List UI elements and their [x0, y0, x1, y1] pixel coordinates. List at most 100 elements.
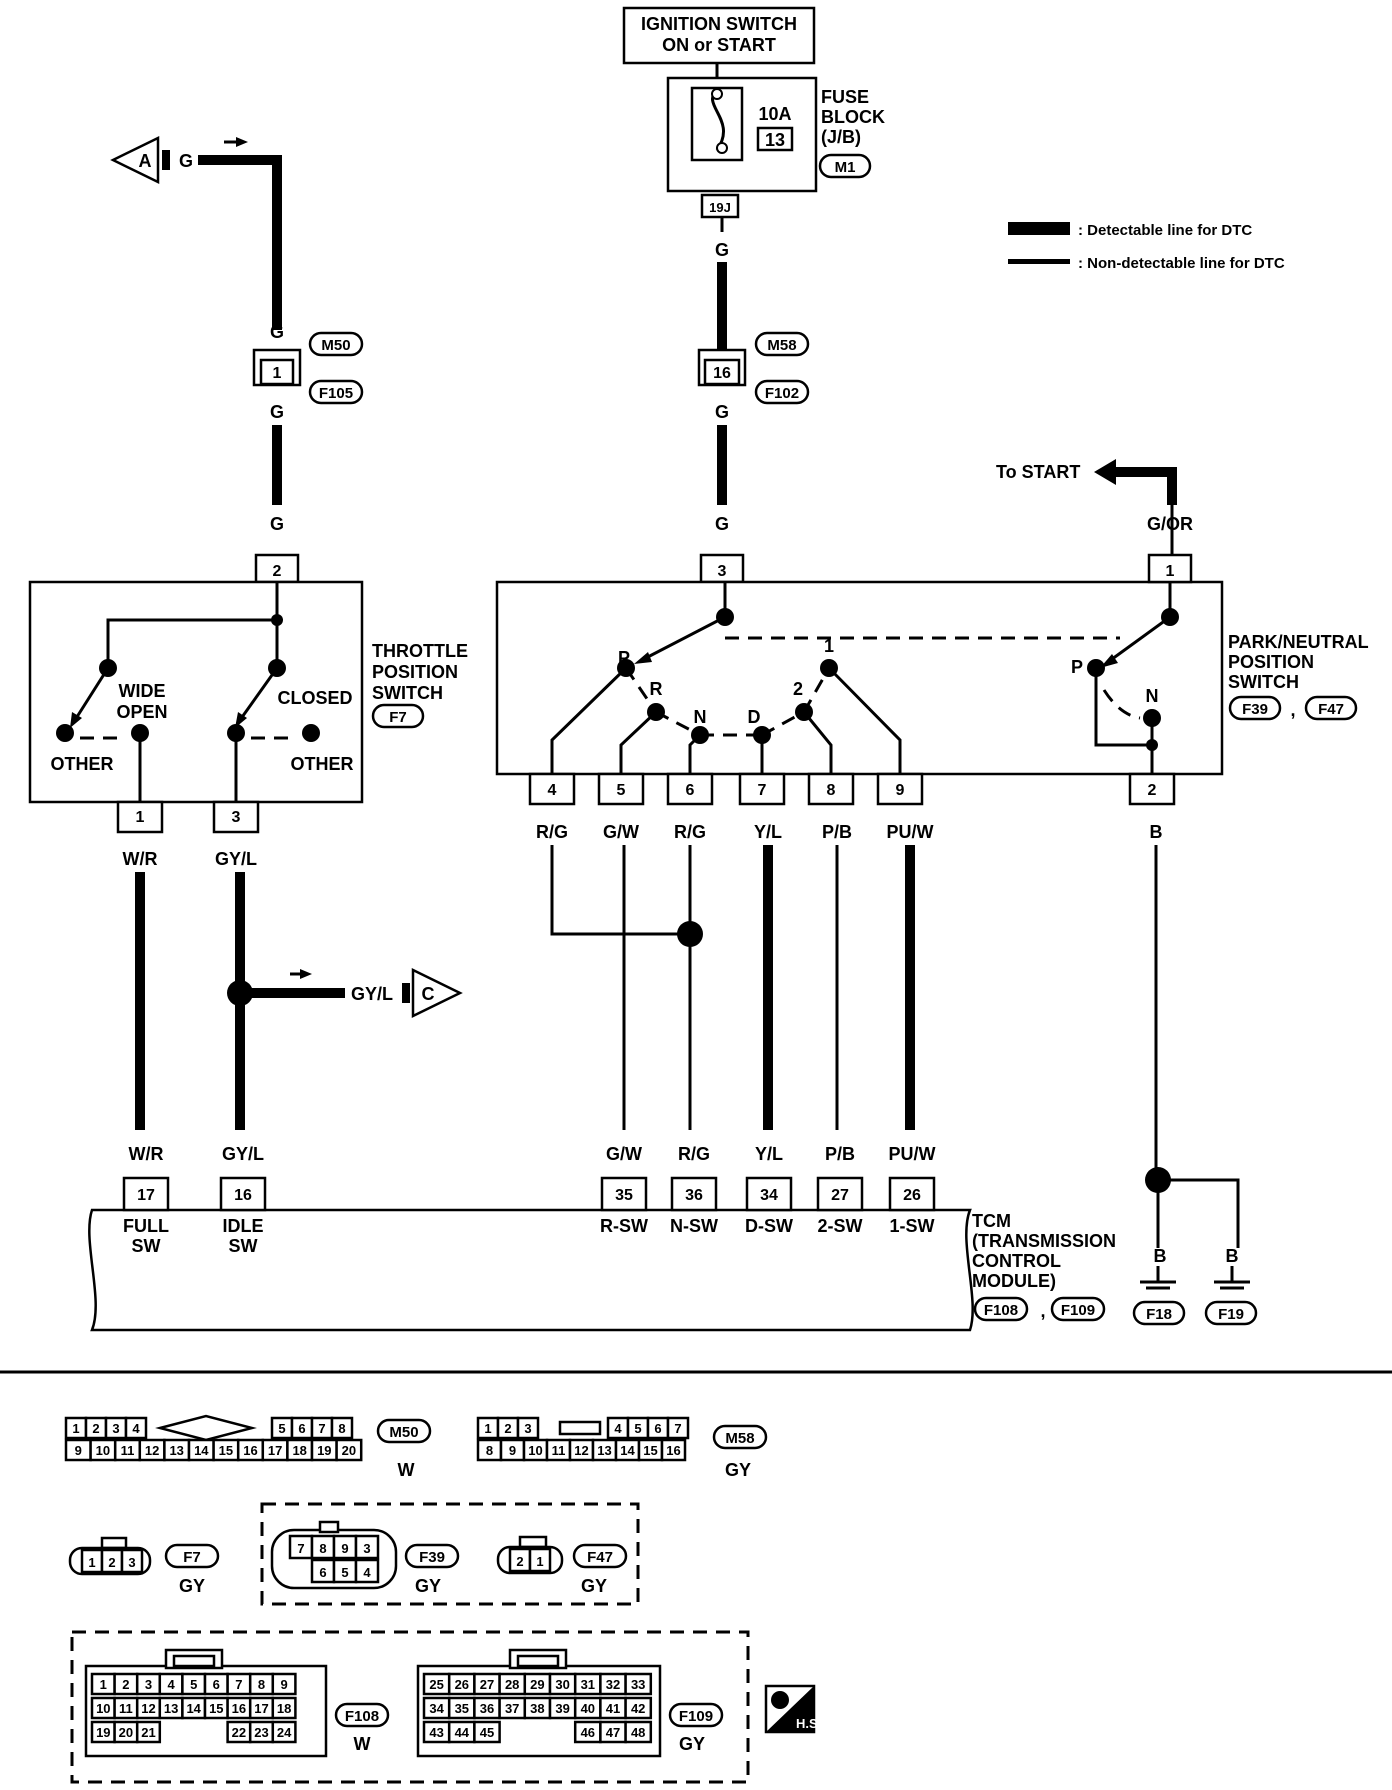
- pnp-title-1: PARK/NEUTRAL: [1228, 632, 1369, 652]
- f7-pin: 1: [88, 1555, 95, 1570]
- f108-pin: 7: [235, 1677, 242, 1692]
- face-id-f108: F108: [345, 1708, 379, 1725]
- tcm-title-4: MODULE): [972, 1271, 1056, 1291]
- face-color-f47: GY: [581, 1576, 607, 1596]
- m58-pin: 5: [634, 1421, 641, 1436]
- m50b-pin: 9: [75, 1443, 82, 1458]
- m50b-pin: 17: [268, 1443, 282, 1458]
- tcm-pin-27: 27: [831, 1187, 849, 1204]
- f109b-pin: 42: [631, 1701, 645, 1716]
- f109-pin: 29: [530, 1677, 544, 1692]
- tps-pin-3: 3: [232, 809, 241, 826]
- tcm-label-full: FULL: [123, 1216, 169, 1236]
- pnp-wire-yl: Y/L: [754, 822, 782, 842]
- fuse-block-label-1: FUSE: [821, 87, 869, 107]
- fuse-block-label-3: (J/B): [821, 127, 861, 147]
- face-color-f109: GY: [679, 1734, 705, 1754]
- f108c-cell: [135, 1720, 162, 1744]
- tps-wire-wr: W/R: [123, 849, 158, 869]
- m50b-pin: 15: [219, 1443, 233, 1458]
- m50-pin: 2: [92, 1421, 99, 1436]
- f109-cell: [624, 1672, 653, 1696]
- m50b-pin: 10: [96, 1443, 110, 1458]
- tps-closed: CLOSED: [277, 688, 352, 708]
- hs-icon: [771, 1691, 789, 1709]
- fuse-number: 13: [765, 130, 785, 150]
- junc2-conn-top: M58: [767, 337, 796, 354]
- fuse-pin: 19J: [709, 200, 731, 215]
- f108-pin: 9: [280, 1677, 287, 1692]
- m50-pin: 1: [72, 1421, 79, 1436]
- f109-pin: 28: [505, 1677, 519, 1692]
- connector-c-arrow: [411, 967, 463, 1019]
- f39-pin: 8: [319, 1541, 326, 1556]
- junc2-pin: 16: [713, 365, 731, 382]
- face-id-f7: F7: [183, 1549, 201, 1566]
- m58b-pin: 11: [552, 1443, 566, 1458]
- tcm-wire-3: R/G: [678, 1144, 710, 1164]
- ignition-label-2: ON or START: [662, 35, 776, 55]
- f108b-pin: 17: [254, 1701, 268, 1716]
- f47-pin: 2: [516, 1554, 523, 1569]
- pnp-wire-b: B: [1150, 822, 1163, 842]
- ignition-label-1: IGNITION SWITCH: [641, 14, 797, 34]
- f108b-pin: 15: [209, 1701, 223, 1716]
- dashed-group-f39-f47: [260, 1502, 640, 1606]
- face-id-f39: F39: [419, 1549, 445, 1566]
- tps-title-3: SWITCH: [372, 683, 443, 703]
- tcm-label-idle-sw: SW: [229, 1236, 258, 1256]
- f39-pin: 9: [341, 1541, 348, 1556]
- m58b-pin: 12: [574, 1443, 588, 1458]
- pnp-right-n: N: [1146, 686, 1159, 706]
- junc2-conn-bot: F102: [765, 385, 799, 402]
- m58-pin: 2: [504, 1421, 511, 1436]
- f109b-pin: 39: [555, 1701, 569, 1716]
- tps-other-1: OTHER: [51, 754, 114, 774]
- fuse-block-label-2: BLOCK: [821, 107, 885, 127]
- f108b-cell: [271, 1696, 297, 1720]
- f109c-pin: 47: [606, 1725, 620, 1740]
- tps-pin-1: 1: [136, 809, 145, 826]
- f108c-pin: 24: [277, 1725, 292, 1740]
- tps-conn: F7: [389, 709, 407, 726]
- tps-title-1: THROTTLE: [372, 641, 468, 661]
- hs-text: H.S: [796, 1716, 818, 1731]
- junc2-wire-bot: G: [715, 402, 729, 422]
- f109b-pin: 36: [480, 1701, 494, 1716]
- legend-thin-swatch: [1008, 259, 1070, 264]
- tcm-label-1-sw: 1-SW: [890, 1216, 935, 1236]
- m58b-cell: [660, 1438, 687, 1462]
- m58-pin: 7: [674, 1421, 681, 1436]
- legend-nondetectable: : Non-detectable line for DTC: [1078, 255, 1285, 272]
- ground-wire-2: B: [1226, 1246, 1239, 1266]
- pnp-wire-pb: P/B: [822, 822, 852, 842]
- tcm-pins: W/R 17 GY/L 16 G/W 35 R/G 36 Y/L 34 P/B …: [122, 1144, 936, 1212]
- f109b-pin: 37: [505, 1701, 519, 1716]
- face-color-f39: GY: [415, 1576, 441, 1596]
- f39b-pin: 5: [341, 1565, 348, 1580]
- f108b-pin: 14: [186, 1701, 201, 1716]
- connector-c-wire: GY/L: [351, 984, 393, 1004]
- f7-pin: 2: [108, 1555, 115, 1570]
- m50-pin: 4: [132, 1421, 140, 1436]
- f109b-pin: 34: [429, 1701, 444, 1716]
- f108c-pin: 20: [119, 1725, 133, 1740]
- f7-cell: [120, 1548, 144, 1574]
- f109-pin: 32: [606, 1677, 620, 1692]
- ground-f18: F18: [1146, 1306, 1172, 1323]
- pos-1: 1: [824, 636, 834, 656]
- f108-pin: 1: [100, 1677, 107, 1692]
- legend-detectable: : Detectable line for DTC: [1078, 222, 1252, 239]
- pnp-pin-8: 8: [827, 782, 836, 799]
- f109b-pin: 40: [581, 1701, 595, 1716]
- f109-pin: 25: [429, 1677, 443, 1692]
- f108-pin: 2: [122, 1677, 129, 1692]
- tcm-title-2: (TRANSMISSION: [972, 1231, 1116, 1251]
- pnp-pin-6: 6: [686, 782, 695, 799]
- m50-cell: [124, 1416, 148, 1440]
- pnp-pin-5: 5: [617, 782, 626, 799]
- connector-a-letter: A: [139, 151, 152, 171]
- pnp-title-3: SWITCH: [1228, 672, 1299, 692]
- pnp-wire-puw: PU/W: [887, 822, 934, 842]
